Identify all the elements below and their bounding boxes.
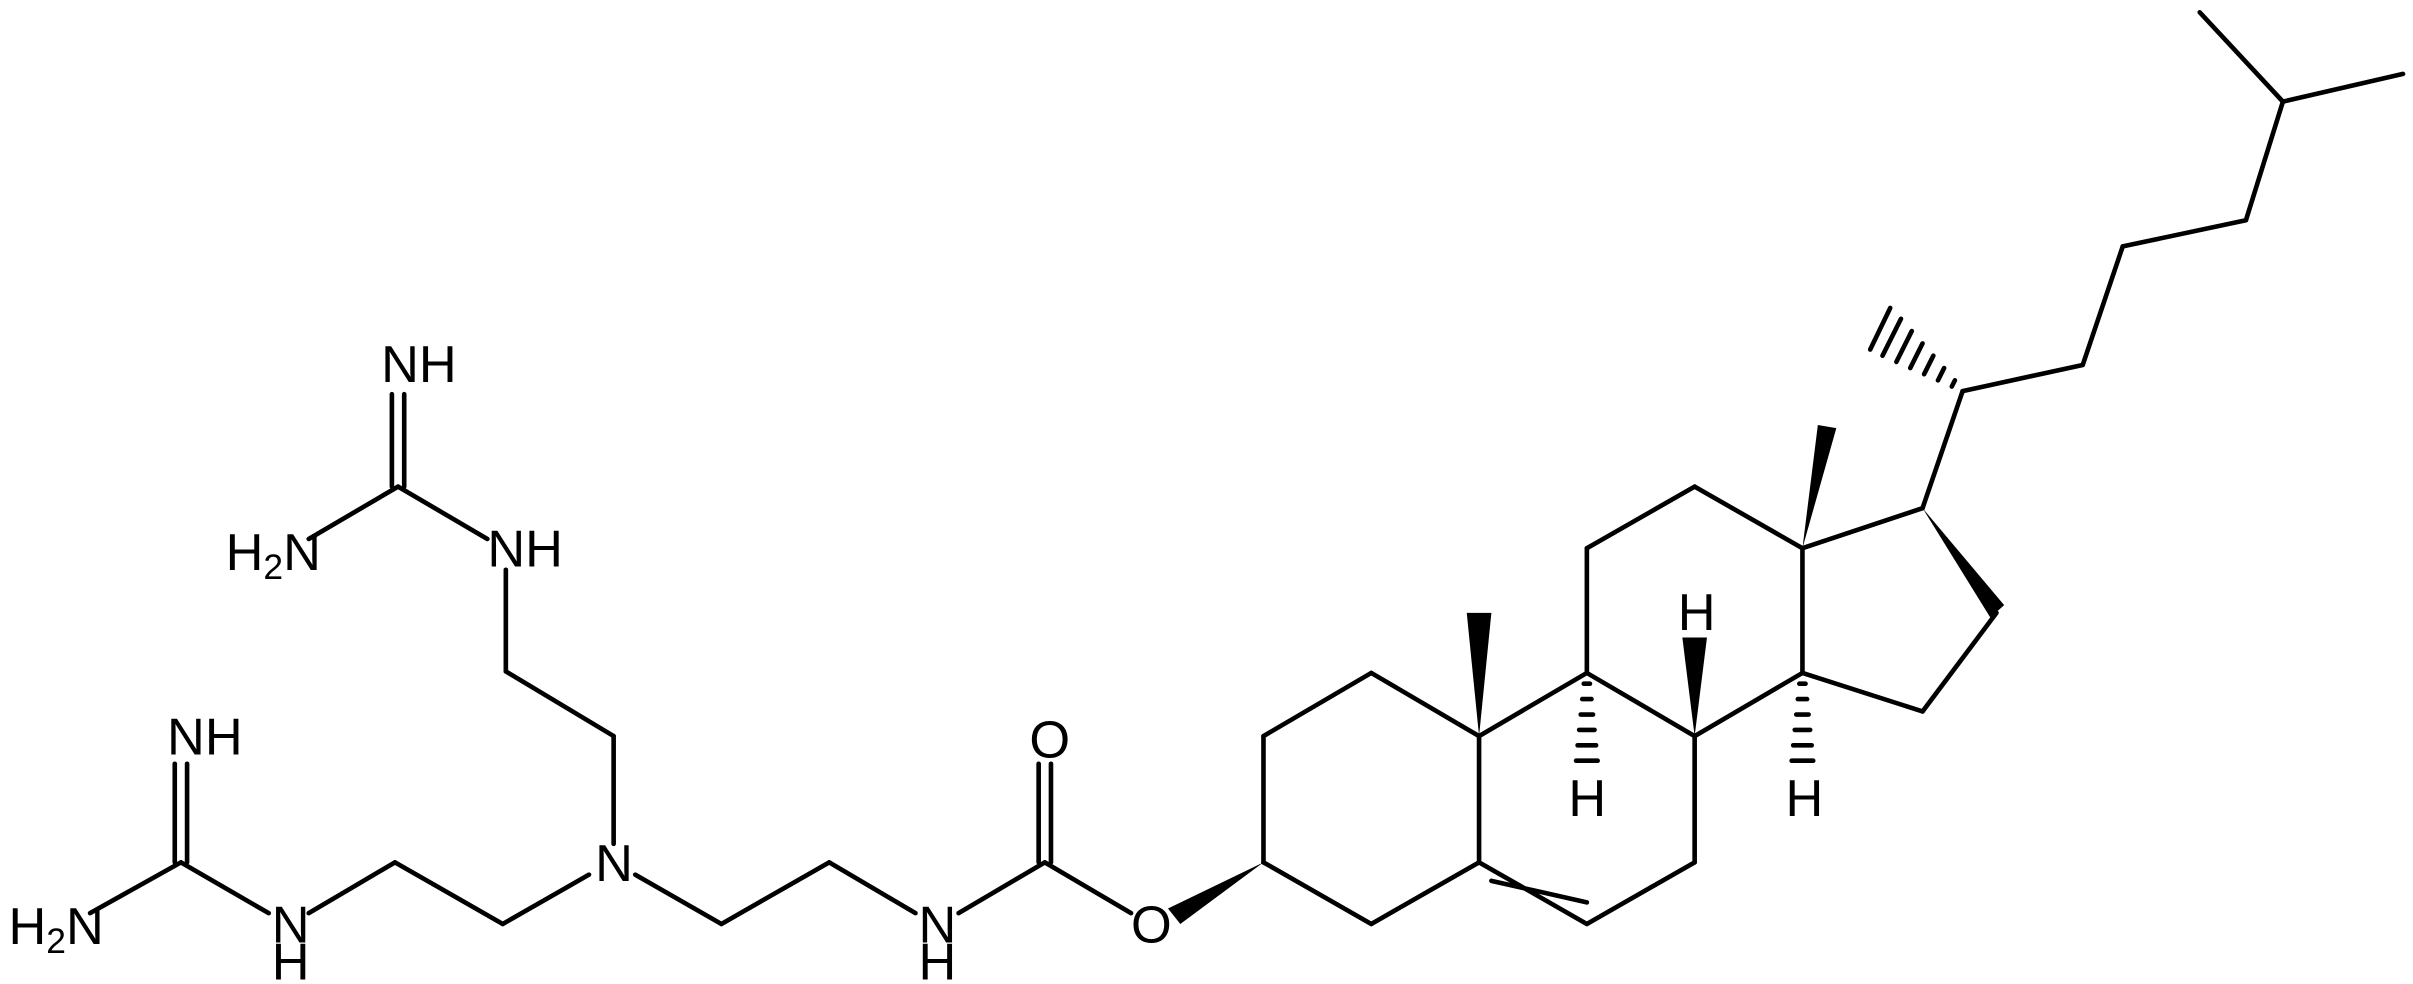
hash-c20-methyl — [1867, 305, 1958, 389]
steroid-core — [1261, 484, 1999, 927]
label-carbonyl-o: O — [1029, 712, 1070, 770]
label-amine-bottom: H2N — [8, 898, 103, 961]
bond-c11-c12 — [1584, 484, 1697, 551]
hashed-bonds — [1573, 305, 1958, 764]
label-carbamate-n: N — [919, 896, 957, 954]
bond-c5-c4 — [1368, 860, 1482, 927]
label-stereo-h-c8: H — [1678, 584, 1716, 642]
bond-c22-c23 — [2080, 244, 2126, 368]
wedge-c17-c16 — [1922, 508, 2005, 618]
wedge-c8-h — [1682, 637, 1707, 737]
wedge-bonds — [1168, 425, 2005, 924]
carbamate-linker — [632, 761, 1134, 927]
upper-guanidine-group — [306, 391, 616, 847]
bond-c-nh — [395, 484, 490, 542]
bond-nh-ch2 — [306, 860, 398, 916]
bond-nh-c — [956, 860, 1048, 916]
atom-labels: NH H2N NH NH H2N N H N O N H O H H H — [8, 336, 1823, 984]
bond-c15-c14 — [1800, 670, 1925, 714]
side-chain — [1920, 10, 2406, 511]
bond-n-ch2 — [632, 872, 724, 927]
wedge-c10-methyl — [1466, 612, 1492, 737]
bond-c8-c9 — [1584, 670, 1697, 739]
bond-ch2-n — [500, 872, 592, 927]
bond-c5-c6 — [1476, 860, 1590, 927]
lower-guanidine-group — [87, 761, 592, 927]
bond-c-nh2 — [87, 860, 184, 916]
bond-c1-c10 — [1368, 670, 1482, 739]
bond-c14-c8 — [1692, 670, 1805, 739]
label-stereo-h-c14: H — [1786, 770, 1824, 828]
hash-c14-h — [1789, 681, 1816, 764]
bond-c4-c3 — [1261, 860, 1374, 927]
bond-c2-c1 — [1261, 670, 1374, 739]
label-imine-top: NH — [381, 336, 457, 394]
bond-c-nh2 — [306, 484, 401, 542]
label-nh-bottom-link-h: H — [272, 933, 310, 984]
bond-c23-c24 — [2120, 217, 2249, 249]
bond-c-o-ester — [1042, 860, 1134, 916]
bond-c17-c20 — [1920, 388, 1965, 511]
bond-c5-c6-inner — [1489, 878, 1590, 905]
bond-c16-c15 — [1920, 610, 1999, 714]
bond-ch2-ch2 — [392, 860, 506, 927]
bond-ch2-ch2 — [503, 669, 616, 739]
label-ester-o: O — [1131, 896, 1172, 954]
bond-ch2-ch2 — [719, 860, 832, 927]
label-nh-bottom-link-n: N — [272, 896, 310, 954]
bond-c6-c7 — [1584, 860, 1697, 927]
label-tertiary-n: N — [595, 835, 633, 893]
bond-c25-c26 — [2197, 10, 2286, 104]
bond-c24-c25 — [2243, 99, 2286, 223]
label-nh-top-link: NH — [487, 521, 563, 579]
label-imine-bottom: NH — [167, 709, 243, 767]
label-stereo-h-c9: H — [1568, 770, 1606, 828]
bond-c-nh — [178, 860, 272, 916]
bond-c9-c10 — [1476, 670, 1590, 739]
bond-c13-c17 — [1800, 505, 1925, 551]
hash-c9-h — [1573, 681, 1600, 764]
label-amine-top: H2N — [226, 524, 321, 587]
bond-c25-c27 — [2280, 71, 2406, 104]
bond-c12-c13 — [1692, 484, 1805, 551]
bond-c20-c22 — [1960, 362, 2086, 394]
bond-ch2-nh — [826, 860, 918, 916]
wedge-c3-o — [1168, 862, 1264, 924]
wedge-c13-methyl — [1802, 425, 1837, 549]
label-carbamate-h: H — [919, 933, 957, 984]
